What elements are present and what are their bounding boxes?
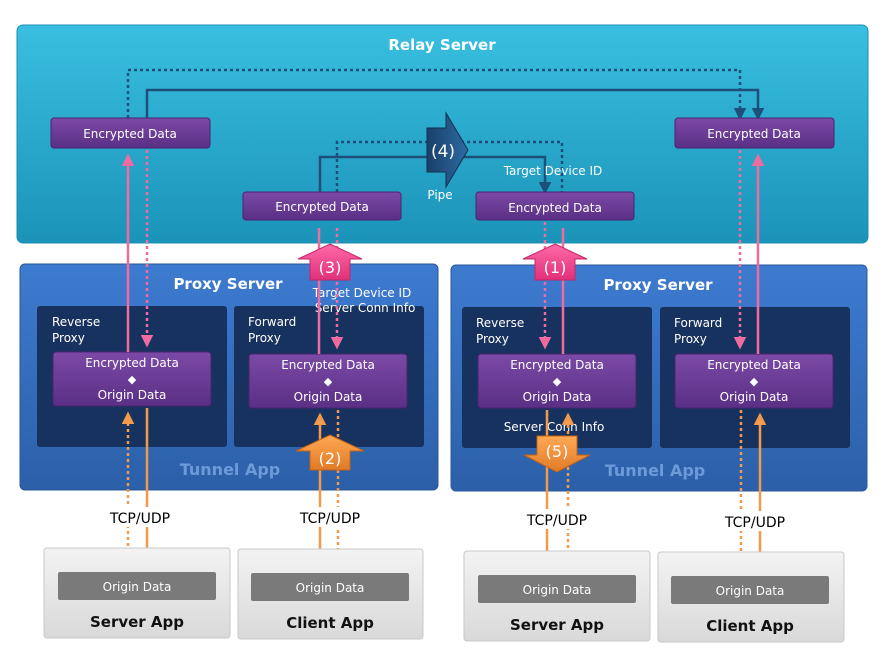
rpr-sep: ◆ [553,375,562,388]
forward-proxy-label-left-2: Proxy [248,331,281,345]
relay-box-left: Encrypted Data [50,117,211,149]
app-client-2: Origin Data Client App [657,551,845,643]
forward-proxy-box-left: Encrypted Data ◆ Origin Data [248,353,408,409]
fpl-sep: ◆ [324,375,333,388]
pink-arrows [121,150,765,354]
tcp-udp-label-2: TCP/UDP [299,511,360,527]
proxy-right-title: Proxy Server [603,276,713,294]
server-conn-info-note: Server Conn Info [315,301,416,315]
app-2-data: Origin Data [296,581,365,595]
app-1-name: Server App [90,613,184,631]
target-device-id-note: Target Device ID [312,286,412,300]
app-2-name: Client App [286,614,374,632]
app-client-1: Origin Data Client App [237,548,424,640]
fpr-sep: ◆ [750,375,759,388]
protocol-labels: TCP/UDP TCP/UDP TCP/UDP TCP/UDP [98,507,797,531]
forward-proxy-label-right-1: Forward [674,316,722,330]
reverse-proxy-label-left-1: Reverse [52,315,100,329]
tcp-udp-label-1: TCP/UDP [109,511,170,527]
reverse-proxy-box-right: Encrypted Data ◆ Origin Data [477,353,637,409]
app-1-data: Origin Data [103,580,172,594]
relay-box-pipe-right-text: Encrypted Data [508,201,602,215]
step-1-arrow: (1) [522,243,588,281]
step-3-label: (3) [319,258,342,277]
fpl-top: Encrypted Data [281,358,375,372]
step-5-arrow: (5) [523,435,591,473]
relay-box-pipe-left: Encrypted Data [242,191,402,221]
relay-box-right-text: Encrypted Data [707,127,801,141]
fpl-bottom: Origin Data [294,390,363,404]
relay-box-left-text: Encrypted Data [83,127,177,141]
fpr-top: Encrypted Data [707,358,801,372]
relay-box-right: Encrypted Data [674,117,835,149]
app-4-name: Client App [706,617,794,635]
reverse-proxy-label-right-1: Reverse [476,316,524,330]
tunnel-app-left: Tunnel App [180,460,281,479]
forward-proxy-box-right: Encrypted Data ◆ Origin Data [674,353,834,409]
rpl-bottom: Origin Data [98,388,167,402]
relay-connections [126,68,765,195]
target-device-id-label: Target Device ID [503,164,603,178]
step-3-arrow: (3) [297,243,363,281]
rpl-top: Encrypted Data [85,356,179,370]
reverse-proxy-label-right-2: Proxy [476,332,509,346]
pipe-label: Pipe [427,188,452,202]
reverse-proxy-label-left-2: Proxy [52,331,85,345]
app-4-data: Origin Data [716,584,785,598]
rpl-sep: ◆ [128,373,137,386]
forward-proxy-label-left-1: Forward [248,315,296,329]
step-5-label: (5) [546,442,569,461]
server-conn-info-label: Server Conn Info [504,420,605,434]
tcp-udp-label-4: TCP/UDP [724,515,785,531]
app-server-1: Origin Data Server App [43,547,231,639]
tcp-udp-label-3: TCP/UDP [526,513,587,529]
app-3-name: Server App [510,616,604,634]
fpr-bottom: Origin Data [720,390,789,404]
app-3-data: Origin Data [523,583,592,597]
relay-box-pipe-left-text: Encrypted Data [275,200,369,214]
relay-server-title: Relay Server [388,36,496,54]
rpr-bottom: Origin Data [523,390,592,404]
forward-proxy-label-right-2: Proxy [674,332,707,346]
tunnel-app-right: Tunnel App [605,461,706,480]
app-server-2: Origin Data Server App [463,550,651,642]
step-2-arrow: (2) [295,434,365,471]
reverse-proxy-box-left: Encrypted Data ◆ Origin Data [52,351,212,407]
step-2-label: (2) [319,449,342,468]
step-1-label: (1) [544,258,567,277]
step-4-label: (4) [431,142,455,162]
relay-box-pipe-right: Encrypted Data [475,191,635,221]
proxy-left-title: Proxy Server [173,275,283,293]
rpr-top: Encrypted Data [510,358,604,372]
pipe-arrow: (4) Pipe [426,111,469,202]
